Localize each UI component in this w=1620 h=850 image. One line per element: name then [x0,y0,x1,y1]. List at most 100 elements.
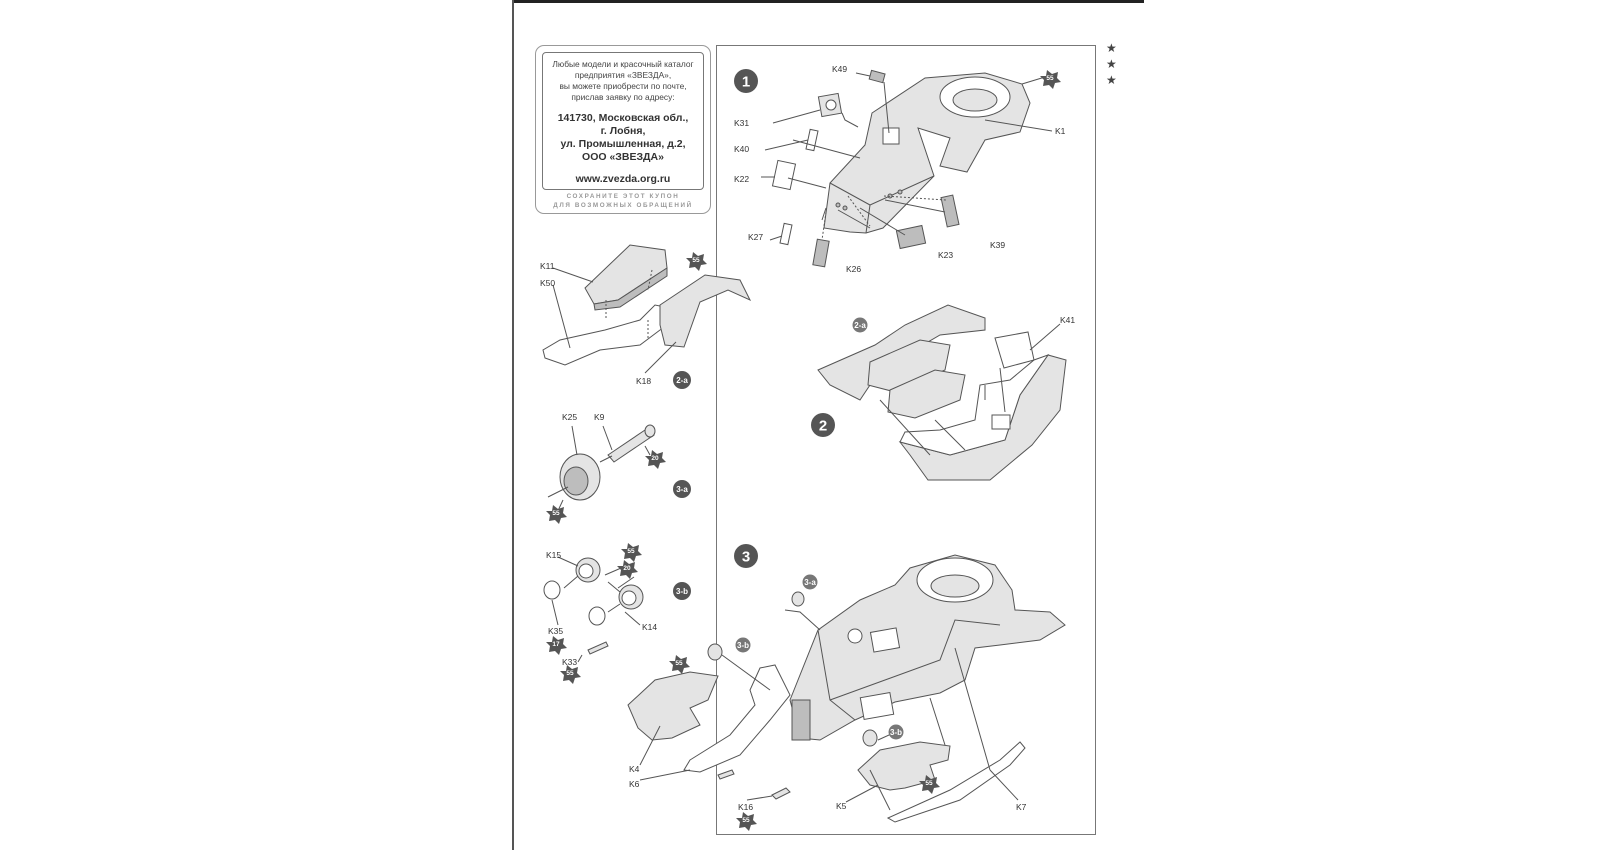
color-ref-number: 55 [925,780,933,787]
color-ref-number: 55 [692,257,700,264]
substep-badge [673,480,691,498]
part-k16-b [717,769,735,780]
part-k26 [812,238,830,268]
color-ref-55: 55 [686,252,707,271]
step-2a-diagram: 55 2-a K11 K50 K18 [540,244,752,389]
color-ref-number: 20 [651,455,659,462]
leader-line [552,267,677,374]
step-badge [734,69,758,93]
assembly-guide [605,269,653,340]
color-ref-number: 20 [623,565,631,572]
coupon-body: Любые модели и красочный каталог предпри… [542,52,704,190]
label-k6: K6 [629,779,640,789]
leader-line [555,425,651,516]
coupon-address-line: г. Лобня, [600,125,646,137]
coupon-address: 141730, Московская обл., г. Лобня, ул. П… [543,112,703,164]
color-ref-number: 55 [1046,75,1054,82]
label-k33: K33 [562,657,577,667]
coupon-intro-line: предприятия «ЗВЕЗДА», [574,70,672,80]
label-k25: K25 [562,412,577,422]
coupon-footer: СОХРАНИТЕ ЭТОТ КУПОН ДЛЯ ВОЗМОЖНЫХ ОБРАЩ… [536,192,710,210]
substep-badge [802,574,818,590]
label-k35: K35 [548,626,563,636]
label-k41: K41 [1060,315,1075,325]
substep-badge [852,317,868,333]
label-k4: K4 [629,764,640,774]
color-ref-20: 20 [645,450,666,469]
color-ref-number: 55 [742,817,750,824]
step2-hull-interior [899,354,1050,456]
rivet [835,202,841,208]
label-k40: K40 [734,144,749,154]
part-k35-a [543,580,561,600]
label-k5: K5 [836,801,847,811]
label-k27: K27 [748,232,763,242]
label-k22: K22 [734,174,749,184]
part-k5 [857,741,951,791]
step2-seat-box-1 [867,339,951,393]
color-ref-number: 55 [627,548,635,555]
assembly-guide [563,575,621,613]
hull-panel [991,414,1011,430]
coupon-intro-line: Любые модели и красочный каталог [552,59,694,69]
assembly-guide [821,195,947,241]
color-ref-55: 55 [919,775,940,794]
turret-ring-inner [930,574,980,598]
step-1-diagram: 1 55 K49 K31 K40 K22 K1 [734,64,1066,274]
color-ref-55: 55 [736,812,757,831]
label-k7: K7 [1016,802,1027,812]
color-ref-55: 55 [621,543,642,562]
coupon-footer-line: СОХРАНИТЕ ЭТОТ КУПОН [566,193,680,200]
step-frame-left-divider [716,45,717,833]
sheet-edge-left [512,0,514,850]
mail-order-coupon: Любые модели и красочный каталог предпри… [535,45,711,214]
substep-label: 2-a [854,321,866,330]
color-ref-20: 20 [617,560,638,579]
part-k23 [895,224,927,250]
step2-seat-box-2 [887,369,966,419]
coupon-address-line: ул. Промышленная, д.2, [560,138,686,150]
part-k33 [587,641,609,655]
coupon-intro-line: прислав заявку по адресу: [571,92,675,102]
label-k18: K18 [636,376,651,386]
sheet-edge-top [512,0,1144,3]
color-ref-55: 55 [669,655,690,674]
part-k14-lens [621,590,637,606]
assembly-guide [879,367,1006,456]
substep-label: 3-b [676,587,688,596]
color-ref-55: 55 [1040,70,1061,89]
label-k50: K50 [540,278,555,288]
color-ref-55: 55 [546,505,567,524]
label-k39: K39 [990,240,1005,250]
label-k26: K26 [846,264,861,274]
label-k9: K9 [594,412,605,422]
color-ref-55: 55 [560,665,581,684]
step-3a-diagram: 20 55 3-a K25 K9 [546,412,691,524]
hull-hatch [869,627,901,653]
part-k39 [940,194,960,228]
part-k25-center [563,466,589,496]
coupon-url: www.zvezda.org.ru [575,173,671,185]
leader-line [761,72,1053,241]
label-k1: K1 [1055,126,1066,136]
color-ref-number: 55 [566,670,574,677]
color-ref-17: 17 [546,636,567,655]
substep-label: 3-a [804,578,816,587]
part-k31-hole [825,99,837,111]
substep-badge [735,637,751,653]
part-k11-shade [593,267,668,311]
coupon-intro-line: вы можете приобрести по почте, [559,81,687,91]
coupon-address-line: 141730, Московская обл., [557,112,689,124]
hull-port [847,628,863,644]
color-ref-number: 55 [675,660,683,667]
part-k35-b [588,606,606,626]
label-k49: K49 [832,64,847,74]
step-number: 2 [819,418,827,435]
part-k9-head [644,424,656,438]
step-badge [811,413,835,437]
coupon-intro: Любые модели и красочный каталог предпри… [543,59,703,103]
margin-stars: ★ ★ ★ [1106,40,1117,88]
substep-badge [673,371,691,389]
leader-line [1029,323,1061,351]
